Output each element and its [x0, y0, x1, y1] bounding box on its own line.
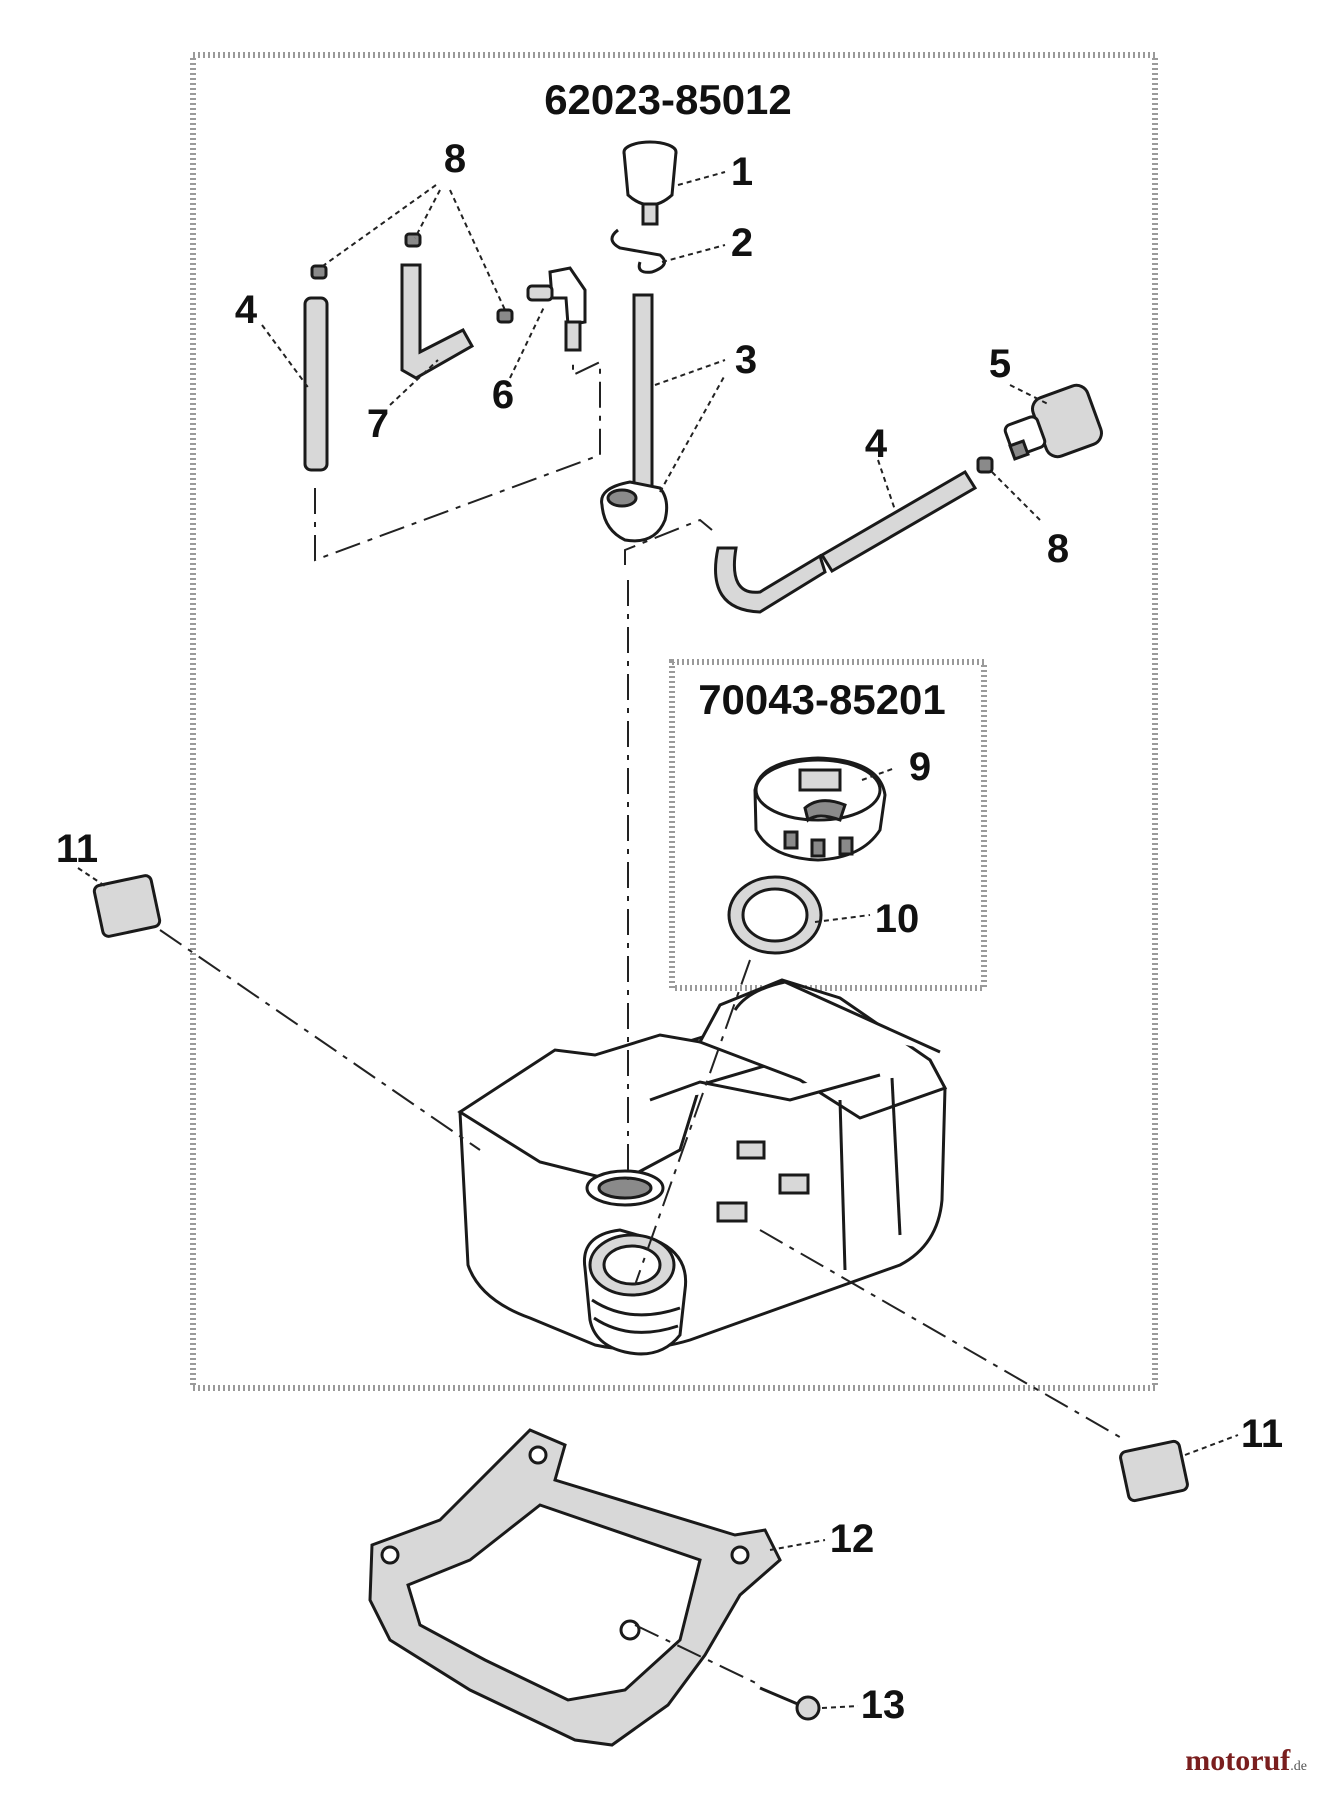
- leader-line-8b: [414, 189, 441, 239]
- callout-13: 13: [861, 1683, 906, 1727]
- assembly-line-pickup: [314, 360, 601, 562]
- cap-plug-part-c: [496, 308, 514, 324]
- fuel-filter-part: [1003, 383, 1103, 461]
- cap-plug-part-a: [310, 264, 328, 280]
- leader-line-11-left: [77, 867, 109, 889]
- assembly-border-fuel-tank: [190, 52, 1158, 1391]
- tank-cap-part: [753, 756, 887, 862]
- screw-part: [759, 1686, 821, 1721]
- leader-line-1: [677, 171, 726, 186]
- leader-line-8a: [319, 184, 437, 269]
- leader-line-10: [814, 914, 871, 923]
- watermark-brand: motoruf: [1185, 1744, 1291, 1777]
- hose-bend-part: [714, 546, 827, 614]
- callout-7: 7: [367, 402, 389, 446]
- elbow-fitting-part: [526, 266, 587, 352]
- callout-10: 10: [875, 897, 920, 941]
- cap-plug-part-b: [404, 232, 422, 248]
- callout-8-right: 8: [1047, 527, 1069, 571]
- fuel-line-part-right: [819, 469, 978, 574]
- callout-12: 12: [830, 1517, 875, 1561]
- assembly-number-fuel-tank: 62023-85012: [544, 76, 792, 123]
- callout-11-left: 11: [56, 827, 98, 871]
- leader-line-8c: [449, 189, 506, 311]
- assembly-line-grommet-left: [159, 929, 481, 1151]
- assembly-line-screw: [634, 1624, 761, 1686]
- leader-line-3b: [659, 374, 726, 493]
- clip-part: [610, 228, 666, 274]
- callout-6: 6: [492, 373, 514, 417]
- watermark-suffix: .de: [1290, 1759, 1307, 1774]
- callout-3: 3: [735, 338, 757, 382]
- elbow-line-part: [400, 263, 475, 380]
- callout-11-right: 11: [1241, 1412, 1283, 1456]
- assembly-border-cap: [669, 659, 987, 991]
- grommet-part-left: [92, 874, 162, 938]
- leader-line-11-right: [1184, 1434, 1239, 1456]
- callout-1: 1: [731, 150, 753, 194]
- gasket-part: [727, 875, 823, 955]
- leader-line-6: [509, 304, 546, 379]
- callout-8-top: 8: [444, 137, 466, 181]
- grommet-part-right: [1119, 1439, 1189, 1503]
- leader-line-4-left: [261, 324, 311, 391]
- callout-2: 2: [731, 221, 753, 265]
- leader-line-5: [1009, 384, 1051, 406]
- fuel-tank-part: [457, 978, 948, 1356]
- leader-line-4-right: [877, 459, 896, 511]
- assembly-line-grommet-right: [759, 1229, 1126, 1441]
- callout-4-right: 4: [865, 422, 888, 466]
- callout-4-left: 4: [235, 288, 258, 332]
- leader-line-2: [661, 244, 726, 263]
- leader-line-8-right: [991, 471, 1041, 521]
- leader-line-13: [821, 1705, 859, 1709]
- pickup-assembly-part: [600, 293, 669, 543]
- fuel-line-part: [303, 296, 329, 472]
- callout-5: 5: [989, 342, 1011, 386]
- cap-plug-part-d: [976, 456, 994, 474]
- brand-watermark: motoruf.de: [1185, 1744, 1307, 1778]
- leader-line-3a: [654, 359, 726, 386]
- callout-9: 9: [909, 745, 931, 789]
- bracket-part: [368, 1428, 782, 1747]
- assembly-line-hose: [624, 518, 713, 565]
- leader-line-7: [389, 359, 439, 406]
- primer-bulb-part: [622, 140, 678, 226]
- leader-line-9: [861, 767, 896, 781]
- leader-line-12: [769, 1539, 826, 1551]
- assembly-line-gasket: [634, 959, 751, 1286]
- assembly-number-cap: 70043-85201: [698, 676, 946, 723]
